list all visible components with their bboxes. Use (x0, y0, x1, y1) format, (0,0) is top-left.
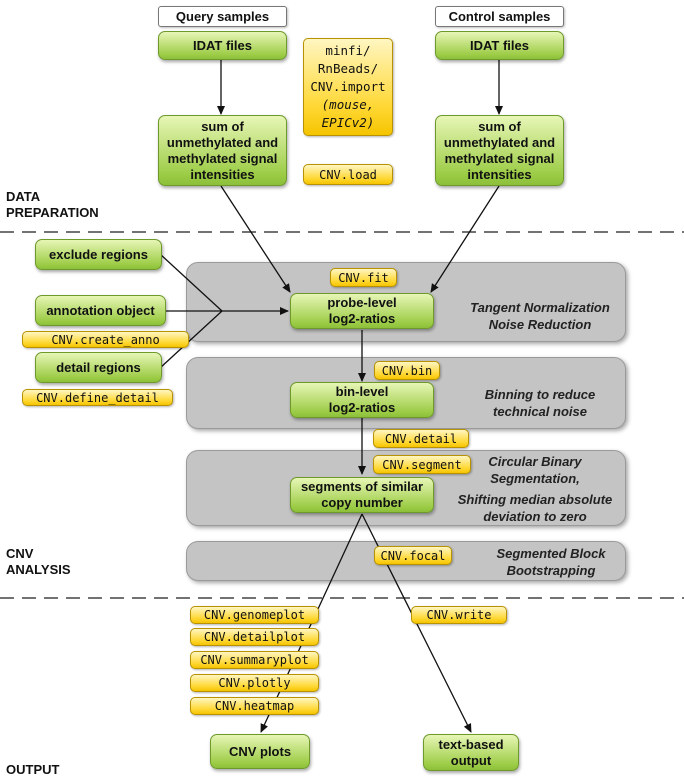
idat-files-control: IDAT files (435, 31, 564, 60)
tangent-line1: Tangent Normalization (470, 300, 610, 315)
cnv-bin-function: CNV.bin (374, 361, 440, 380)
cnv-load-function: CNV.load (303, 164, 393, 185)
bootstrap-line1: Segmented Block (496, 546, 606, 561)
tangent-line2: Noise Reduction (488, 317, 592, 332)
section-data-preparation-line1: DATA (6, 189, 41, 204)
sum-query-line1: sum of (201, 118, 244, 134)
line-detail-regions (159, 310, 223, 369)
detail-regions-node: detail regions (35, 352, 162, 383)
import-line5: EPICv2) (321, 115, 375, 130)
cnv-create-anno-function: CNV.create_anno (22, 331, 189, 348)
binning-label: Binning to reduce technical noise (460, 386, 620, 420)
section-cnv-analysis-line1: CNV (6, 546, 34, 561)
cnv-segment-function: CNV.segment (373, 455, 471, 474)
exclude-regions-node: exclude regions (35, 239, 162, 270)
control-samples-header: Control samples (435, 6, 564, 27)
arrow-sum-control-to-probe (430, 185, 500, 293)
cnv-fit-function: CNV.fit (330, 268, 397, 287)
shifting-line1: Shifting median absolute (457, 492, 613, 507)
import-line2: RnBeads/ (317, 61, 379, 76)
cnv-focal-function: CNV.focal (374, 546, 452, 565)
cbs-line2: Segmentation, (490, 471, 580, 486)
bootstrap-line2: Bootstrapping (506, 563, 596, 578)
shifting-median-label: Shifting median absolute deviation to ze… (440, 491, 630, 525)
section-cnv-analysis: CNV ANALYSIS (6, 546, 71, 578)
binning-line2: technical noise (493, 404, 587, 419)
bin-level-log2-ratios: bin-level log2-ratios (290, 382, 434, 418)
segments-copy-number: segments of similar copy number (290, 477, 434, 513)
cnv-plotly-function: CNV.plotly (190, 674, 319, 692)
import-line1: minfi/ (325, 43, 371, 58)
cbs-line1: Circular Binary (488, 454, 582, 469)
cnv-detailplot-function: CNV.detailplot (190, 628, 319, 646)
sum-intensities-query: sum of unmethylated and methylated signa… (158, 115, 287, 186)
cnv-summaryplot-function: CNV.summaryplot (190, 651, 319, 669)
import-line3: CNV.import (310, 79, 386, 94)
tangent-normalization-label: Tangent Normalization Noise Reduction (450, 299, 630, 333)
sum-query-line3: methylated signal (167, 150, 278, 166)
section-data-preparation: DATA PREPARATION (6, 189, 99, 221)
probe-level-line2: log2-ratios (328, 311, 396, 326)
bin-level-line2: log2-ratios (328, 400, 396, 415)
cnv-write-function: CNV.write (411, 606, 507, 624)
sum-query-line2: unmethylated and (166, 134, 279, 150)
idat-files-query: IDAT files (158, 31, 287, 60)
bin-level-line1: bin-level (335, 384, 389, 399)
text-output-line1: text-based (438, 736, 504, 752)
query-samples-header: Query samples (158, 6, 287, 27)
cnv-plots-output: CNV plots (210, 734, 310, 769)
segments-line2: copy number (321, 495, 403, 510)
segments-line1: segments of similar (300, 479, 424, 494)
sum-control-line1: sum of (478, 118, 521, 134)
binning-line1: Binning to reduce (484, 387, 596, 402)
shifting-line2: deviation to zero (483, 509, 587, 524)
probe-level-log2-ratios: probe-level log2-ratios (290, 293, 434, 329)
probe-level-line1: probe-level (327, 295, 397, 310)
arrow-sum-query-to-probe (220, 185, 291, 293)
text-output-line2: output (450, 752, 492, 768)
cnv-detail-function: CNV.detail (373, 429, 469, 448)
annotation-object-node: annotation object (35, 295, 166, 326)
sum-query-line4: intensities (190, 166, 255, 182)
bootstrapping-label: Segmented Block Bootstrapping (478, 545, 624, 579)
sum-control-line4: intensities (467, 166, 532, 182)
section-data-preparation-line2: PREPARATION (6, 205, 99, 220)
section-output: OUTPUT (6, 762, 60, 777)
cnv-import-function: minfi/ RnBeads/ CNV.import (mouse, EPICv… (303, 38, 393, 136)
sum-control-line3: methylated signal (444, 150, 555, 166)
cbs-label: Circular Binary Segmentation, (470, 453, 600, 487)
text-based-output: text-based output (423, 734, 519, 771)
line-exclude-regions (159, 253, 223, 312)
import-line4: (mouse, (321, 97, 375, 112)
cnv-genomeplot-function: CNV.genomeplot (190, 606, 319, 624)
sum-control-line2: unmethylated and (443, 134, 556, 150)
cnv-heatmap-function: CNV.heatmap (190, 697, 319, 715)
cnv-define-detail-function: CNV.define_detail (22, 389, 173, 406)
section-cnv-analysis-line2: ANALYSIS (6, 562, 71, 577)
sum-intensities-control: sum of unmethylated and methylated signa… (435, 115, 564, 186)
